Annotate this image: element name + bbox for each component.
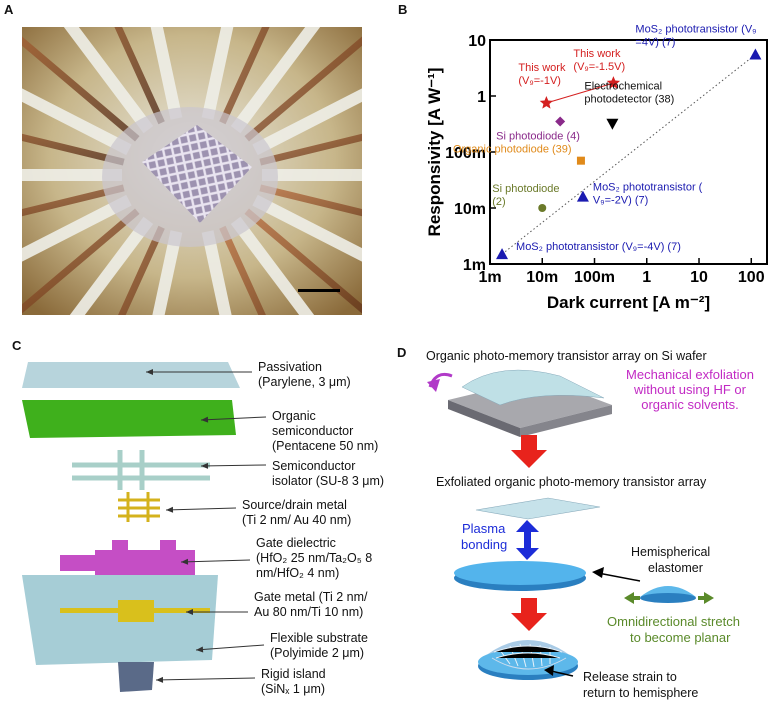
bonding-label: bonding (461, 537, 508, 552)
layer-stack-diagram: Passivation(Parylene, 3 μm) Organic semic… (0, 350, 390, 711)
y-tick-label: 1 (477, 89, 486, 106)
elastomer-label: elastomer (648, 561, 703, 575)
layer-pointer (200, 464, 267, 467)
layer-pointer-head (156, 676, 164, 683)
y-axis-label: Responsivity [A W⁻¹] (425, 68, 444, 237)
data-label: This work(V₉=-1.5V) (573, 48, 625, 73)
data-label: MoS₂ phototransistor (V₉=-4V) (7) (516, 241, 681, 253)
data-label: Organic photodiode (39) (453, 144, 572, 156)
layer-pointer-head (181, 558, 189, 565)
data-point (539, 95, 554, 109)
data-label: Si photodiode(2) (492, 183, 559, 208)
x-tick-label: 10m (526, 269, 558, 286)
x-axis-label: Dark current [A m⁻²] (547, 293, 710, 312)
plasma-label: Plasma (462, 521, 506, 536)
data-point (576, 190, 589, 202)
x-tick-label: 1m (478, 269, 501, 286)
exfoliation-note-line: without using HF or (634, 382, 746, 397)
layer-pointer (180, 559, 251, 563)
layer-label: Gate metal (Ti 2 nm/Au 80 nm/Ti 10 nm) (254, 590, 368, 619)
panel-label-b: B (398, 2, 408, 17)
exfoliation-note-line: Mechanical exfoliation (626, 367, 754, 382)
data-label: MoS₂ phototransistor (V₉=4V) (7) (635, 24, 756, 49)
hemispherical-label: Hemispherical (631, 545, 711, 559)
layer-label: Flexible substrate(Polyimide 2 μm) (270, 631, 368, 660)
data-point (576, 156, 585, 165)
layer-pointer-head (196, 646, 204, 653)
x-tick-label: 100m (574, 269, 615, 286)
y-tick-label: 100m (445, 145, 486, 162)
layer-label: Source/drain metal(Ti 2 nm/ Au 40 nm) (242, 498, 352, 527)
release-label-2: return to hemisphere (583, 686, 699, 700)
layer-label: Organic semiconductor(Pentacene 50 nm) (272, 409, 379, 453)
x-tick-label: 1 (642, 269, 651, 286)
layer-pointer-head (201, 462, 209, 469)
device-photo (22, 27, 362, 315)
data-point (555, 116, 566, 127)
layer-pointer (165, 507, 237, 511)
data-label: Si photodiode (4) (496, 131, 580, 143)
exfoliation-note-line: organic solvents. (641, 397, 739, 412)
layer-pointer-head (146, 369, 153, 375)
layer-pointer-head (186, 609, 193, 615)
data-point (606, 118, 619, 130)
data-point (496, 248, 509, 260)
panel-label-c: C (12, 338, 22, 353)
exfoliated-array-title: Exfoliated organic photo-memory transist… (436, 475, 707, 489)
layer-pointer-head (166, 506, 174, 513)
release-label-1: Release strain to (583, 670, 677, 684)
layer-label: Rigid island(SiNₓ 1 μm) (261, 667, 326, 696)
stretch-label-2: to become planar (630, 630, 731, 645)
data-label: This work(V₉=-1V) (518, 62, 566, 87)
wafer-array-title: Organic photo-memory transistor array on… (426, 349, 707, 363)
panel-label-d: D (397, 345, 407, 360)
y-tick-label: 1m (463, 257, 486, 274)
y-tick-label: 10m (454, 201, 486, 218)
layer-pointer (195, 644, 265, 651)
layer-label: Passivation(Parylene, 3 μm) (258, 360, 351, 389)
panel-label-a: A (4, 2, 14, 17)
layer-pointer-head (201, 416, 209, 423)
this-work-link (546, 82, 614, 104)
layer-pointer (200, 416, 267, 421)
data-point (538, 204, 547, 212)
layer-pointer (155, 677, 256, 681)
data-point (749, 48, 762, 60)
x-tick-label: 10 (690, 269, 708, 286)
data-point (606, 76, 621, 89)
data-label: MoS₂ phototransistor (V₉=-2V) (7) (593, 182, 703, 207)
stretch-label-1: Omnidirectional stretch (607, 614, 740, 629)
x-tick-label: 100 (738, 269, 765, 286)
trend-line (501, 54, 756, 255)
y-tick-label: 10 (468, 33, 486, 50)
